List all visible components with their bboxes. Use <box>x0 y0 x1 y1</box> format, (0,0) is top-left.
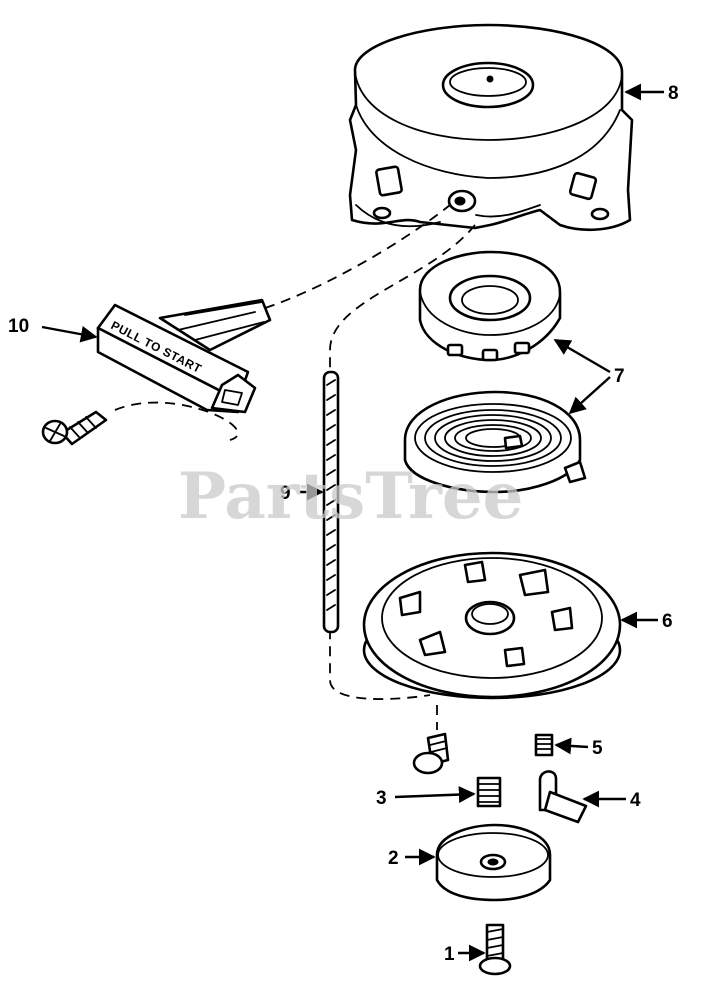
leader-arrows <box>41 83 664 962</box>
part-7-recoil-spring[interactable] <box>403 390 587 494</box>
part-5-small-spring[interactable] <box>534 733 554 757</box>
pulley-fastener <box>412 732 450 775</box>
callout-5: 5 <box>592 738 603 759</box>
callout-6: 6 <box>662 611 673 632</box>
callout-labels: 8 10 7 9 6 5 3 4 2 1 <box>8 83 679 965</box>
part-8-starter-housing[interactable] <box>348 23 634 232</box>
callout-8: 8 <box>668 83 679 104</box>
callout-1: 1 <box>444 944 455 965</box>
part-4-pawl[interactable] <box>538 770 588 824</box>
callout-10: 10 <box>8 316 29 337</box>
handle-screw <box>41 410 108 446</box>
part-10-starter-handle[interactable]: PULL TO START <box>96 298 272 414</box>
rope-dashed-path <box>114 204 476 730</box>
callout-7: 7 <box>614 366 625 387</box>
callout-3: 3 <box>376 788 387 809</box>
part-1-screw[interactable] <box>478 923 512 976</box>
part-3-spring[interactable] <box>476 776 502 808</box>
callout-2: 2 <box>388 848 399 869</box>
part-2-retainer[interactable] <box>435 823 552 902</box>
partstree-watermark: PartsTree <box>178 459 523 534</box>
callout-9: 9 <box>280 483 291 504</box>
part-7-spring-cup[interactable] <box>418 250 562 362</box>
part-9-starter-rope[interactable] <box>322 370 340 634</box>
part-6-pulley[interactable] <box>362 551 622 700</box>
callout-4: 4 <box>630 790 641 811</box>
